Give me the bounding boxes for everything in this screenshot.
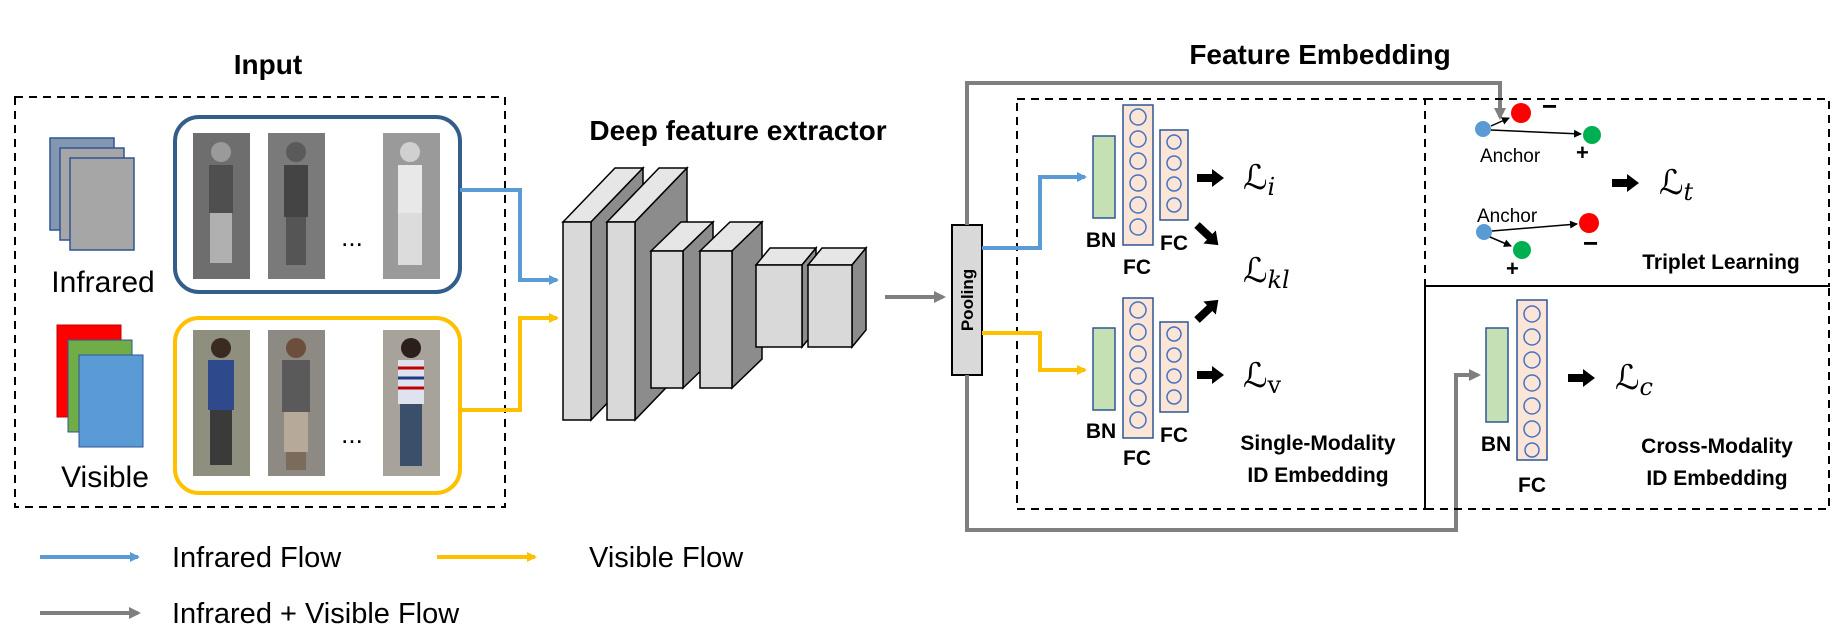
fc-label-visible-2: FC bbox=[1160, 424, 1188, 447]
fc-label-cross: FC bbox=[1518, 474, 1546, 497]
bn-layer-infrared bbox=[1092, 135, 1116, 219]
visible-flow-to-extractor bbox=[460, 313, 559, 412]
pooling-layer bbox=[951, 224, 983, 376]
triplet-diagram-bottom bbox=[1476, 213, 1599, 259]
single-modality-label-line1: Single-Modality bbox=[1240, 432, 1395, 455]
cross-modality-label-line2: ID Embedding bbox=[1646, 467, 1787, 490]
fc-label-visible-1: FC bbox=[1123, 447, 1151, 470]
triplet-minus-top: − bbox=[1542, 91, 1557, 121]
legend-visible-label: Visible Flow bbox=[589, 542, 744, 574]
infrared-frames-icon bbox=[49, 137, 135, 251]
legend-infrared-label: Infrared Flow bbox=[172, 542, 342, 574]
cnn-extractor bbox=[561, 166, 868, 422]
visible-person-image-3 bbox=[383, 330, 440, 476]
loss-v: ℒv bbox=[1243, 356, 1282, 399]
fc-layer-cross bbox=[1516, 299, 1548, 461]
arrow-i-to-loss-kl bbox=[1194, 222, 1219, 246]
cross-modality-box bbox=[1424, 285, 1830, 510]
bn-layer-cross bbox=[1485, 327, 1509, 423]
infrared-person-image-3 bbox=[383, 133, 440, 279]
triplet-minus-bottom: − bbox=[1583, 228, 1598, 258]
fc-label-infrared-1: FC bbox=[1123, 256, 1151, 279]
infrared-flow-to-bn bbox=[982, 172, 1087, 250]
loss-c: ℒc bbox=[1615, 358, 1653, 401]
anchor-label-top: Anchor bbox=[1480, 146, 1541, 167]
embedding-title: Feature Embedding bbox=[1189, 39, 1450, 70]
fc-layer-visible-1 bbox=[1122, 297, 1154, 439]
loss-kl: ℒkl bbox=[1243, 251, 1290, 294]
fc-layer-infrared-1 bbox=[1122, 104, 1154, 246]
infrared-ellipsis: ... bbox=[341, 222, 363, 252]
bn-label-infrared: BN bbox=[1086, 229, 1116, 252]
triplet-learning-label: Triplet Learning bbox=[1642, 251, 1800, 274]
legend-both-label: Infrared + Visible Flow bbox=[172, 598, 460, 630]
visible-ellipsis: ... bbox=[341, 419, 363, 449]
single-modality-label-line2: ID Embedding bbox=[1247, 464, 1388, 487]
arrow-v-to-loss-kl bbox=[1194, 299, 1219, 323]
bn-label-visible: BN bbox=[1086, 420, 1116, 443]
loss-t: ℒt bbox=[1659, 163, 1694, 206]
triplet-box bbox=[1424, 98, 1830, 287]
visible-images-box bbox=[173, 316, 462, 495]
pooling-label: Pooling bbox=[958, 269, 977, 331]
visible-frames-icon bbox=[56, 324, 144, 448]
single-modality-box bbox=[1016, 98, 1426, 510]
cross-modality-label-line1: Cross-Modality bbox=[1641, 435, 1793, 458]
shared-flow-to-cross-modality bbox=[965, 369, 1481, 532]
extractor-title: Deep feature extractor bbox=[589, 115, 886, 146]
fc-layer-visible-2 bbox=[1159, 321, 1189, 413]
infrared-label: Infrared bbox=[51, 266, 154, 299]
fc-label-infrared-2: FC bbox=[1160, 232, 1188, 255]
triplet-plus-bottom: + bbox=[1506, 256, 1519, 281]
input-title: Input bbox=[234, 49, 302, 80]
infrared-person-image-2 bbox=[268, 133, 325, 279]
fc-layer-infrared-2 bbox=[1159, 129, 1189, 221]
bn-label-cross: BN bbox=[1481, 433, 1511, 456]
infrared-images-box bbox=[173, 115, 462, 294]
visible-person-image-1 bbox=[193, 330, 250, 476]
infrared-person-image-1 bbox=[193, 133, 250, 279]
bn-layer-visible bbox=[1092, 327, 1116, 411]
shared-flow-to-triplet bbox=[965, 81, 1506, 225]
triplet-diagram-top bbox=[1475, 103, 1601, 144]
visible-person-image-2 bbox=[268, 330, 325, 476]
visible-flow-to-bn bbox=[982, 331, 1087, 375]
loss-i: ℒi bbox=[1243, 158, 1275, 201]
infrared-flow-to-extractor bbox=[460, 188, 559, 285]
input-box bbox=[14, 96, 506, 508]
visible-label: Visible bbox=[61, 461, 149, 494]
triplet-plus-top: + bbox=[1576, 140, 1589, 165]
anchor-label-bottom: Anchor bbox=[1477, 206, 1538, 227]
